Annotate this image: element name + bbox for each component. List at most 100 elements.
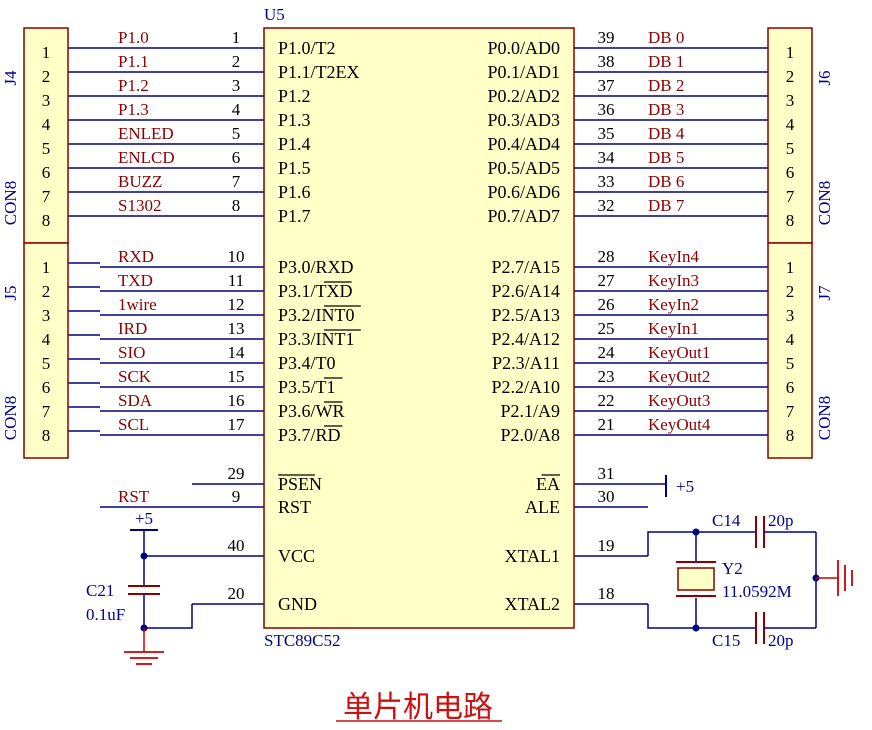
c21-ref: C21 [86, 581, 114, 600]
right-pin-27-number: 27 [598, 271, 616, 290]
right-pin-28-name: P2.7/A15 [491, 257, 560, 277]
left-pin-8-name: P1.7 [278, 206, 311, 226]
left-pin-2-net-label: P1.1 [118, 52, 149, 71]
right-pin-32-net-label: DB 7 [648, 196, 685, 215]
right-pin-31-name: EA [536, 474, 560, 494]
left-pin-12-number: 12 [228, 295, 245, 314]
left-pin-29-name: PSEN [278, 474, 322, 494]
left-pin-12-name: P3.2/INT0 [278, 305, 355, 325]
connector-j6-pin-8: 8 [786, 211, 795, 230]
right-pin-27-net-label: KeyIn3 [648, 271, 699, 290]
connector-j7-value: CON8 [815, 396, 834, 440]
left-pin-13-number: 13 [228, 319, 245, 338]
connector-j6-pin-3: 3 [786, 91, 795, 110]
right-pin-33-number: 33 [598, 172, 615, 191]
left-pin-7-number: 7 [232, 172, 241, 191]
right-pin-32-number: 32 [598, 196, 615, 215]
chip-body [263, 27, 575, 629]
connector-j5-pin-6: 6 [42, 378, 51, 397]
left-pin-6-net-label: ENLCD [118, 148, 175, 167]
left-pin-13-net-label: IRD [118, 319, 147, 338]
left-pin-11-name: P3.1/TXD [278, 281, 353, 301]
connector-j4-pin-7: 7 [42, 187, 51, 206]
right-pin-35-number: 35 [598, 124, 615, 143]
crystal-body [677, 567, 715, 591]
connector-j6-pin-4: 4 [786, 115, 795, 134]
vcc-power-label: +5 [135, 509, 153, 528]
left-pin-1-number: 1 [232, 28, 241, 47]
left-pin-20-number: 20 [228, 584, 245, 603]
connector-j5-ref: J5 [1, 285, 20, 300]
left-pin-14-net-label: SIO [118, 343, 145, 362]
connector-j6-pin-1: 1 [786, 43, 795, 62]
right-pin-34-number: 34 [598, 148, 616, 167]
right-pin-38-net-label: DB 1 [648, 52, 684, 71]
left-pin-7-name: P1.6 [278, 182, 311, 202]
left-pin-14-number: 14 [228, 343, 246, 362]
right-pin-23-net-label: KeyOut2 [648, 367, 710, 386]
connector-j6-pin-7: 7 [786, 187, 795, 206]
left-pin-1-net-label: P1.0 [118, 28, 149, 47]
connector-j4-ref: J4 [1, 70, 20, 86]
connector-j5-pin-3: 3 [42, 306, 51, 325]
connector-j6-pin-5: 5 [786, 139, 795, 158]
chip-ref-label: U5 [264, 5, 285, 24]
right-pin-34-net-label: DB 5 [648, 148, 684, 167]
connector-j7-pin-8: 8 [786, 426, 795, 445]
right-pin-33-name: P0.6/AD6 [487, 182, 560, 202]
left-pin-15-net-label: SCK [118, 367, 152, 386]
connector-j4-pin-4: 4 [42, 115, 51, 134]
left-pin-20-name: GND [278, 594, 317, 614]
right-pin-19-number: 19 [598, 536, 615, 555]
connector-j4-pin-8: 8 [42, 211, 51, 230]
left-pin-10-number: 10 [228, 247, 245, 266]
connector-j7-pin-6: 6 [786, 378, 795, 397]
right-pin-37-number: 37 [598, 76, 616, 95]
connector-j4-pin-2: 2 [42, 67, 51, 86]
connector-j7-pin-4: 4 [786, 330, 795, 349]
left-pin-13-name: P3.3/INT1 [278, 329, 355, 349]
right-pin-23-name: P2.2/A10 [491, 377, 560, 397]
connector-j6-pin-2: 2 [786, 67, 795, 86]
connector-j4-pin-3: 3 [42, 91, 51, 110]
left-pin-16-number: 16 [228, 391, 245, 410]
right-pin-36-name: P0.3/AD3 [487, 110, 560, 130]
left-pin-17-net-label: SCL [118, 415, 149, 434]
right-pin-22-number: 22 [598, 391, 615, 410]
connector-j6-pin-6: 6 [786, 163, 795, 182]
left-pin-11-number: 11 [228, 271, 244, 290]
gnd-pin-wire [144, 604, 193, 629]
left-pin-5-name: P1.4 [278, 134, 311, 154]
left-pin-10-name: P3.0/RXD [278, 257, 354, 277]
right-pin-39-name: P0.0/AD0 [487, 38, 560, 58]
c14-ref: C14 [712, 511, 741, 530]
right-pin-37-name: P0.2/AD2 [487, 86, 560, 106]
c14-value: 20p [768, 511, 794, 530]
left-pin-17-number: 17 [228, 415, 246, 434]
left-pin-3-name: P1.2 [278, 86, 311, 106]
right-pin-38-name: P0.1/AD1 [487, 62, 560, 82]
right-pin-37-net-label: DB 2 [648, 76, 684, 95]
right-pin-25-number: 25 [598, 319, 615, 338]
left-pin-4-name: P1.3 [278, 110, 311, 130]
connector-j7-pin-5: 5 [786, 354, 795, 373]
connector-j7-body [767, 242, 813, 459]
left-pin-15-name: P3.5/T1 [278, 377, 336, 397]
right-pin-27-name: P2.6/A14 [491, 281, 560, 301]
right-pin-23-number: 23 [598, 367, 615, 386]
labels: U5STC89C521P1.0/T2P1.02P1.1/T2EXP1.13P1.… [1, 5, 834, 650]
left-pin-4-net-label: P1.3 [118, 100, 149, 119]
connector-j6-body [767, 27, 813, 244]
right-pin-33-net-label: DB 6 [648, 172, 684, 191]
connector-j7-pin-1: 1 [786, 258, 795, 277]
right-pin-19-name: XTAL1 [504, 546, 560, 566]
connector-j5-pin-4: 4 [42, 330, 51, 349]
left-pin-12-net-label: 1wire [118, 295, 157, 314]
right-pin-26-net-label: KeyIn2 [648, 295, 699, 314]
right-pin-39-number: 39 [598, 28, 615, 47]
right-pin-35-name: P0.4/AD4 [487, 134, 560, 154]
left-pin-9-net-label: RST [118, 487, 150, 506]
connector-j5-value: CON8 [1, 396, 20, 440]
right-pin-21-number: 21 [598, 415, 615, 434]
